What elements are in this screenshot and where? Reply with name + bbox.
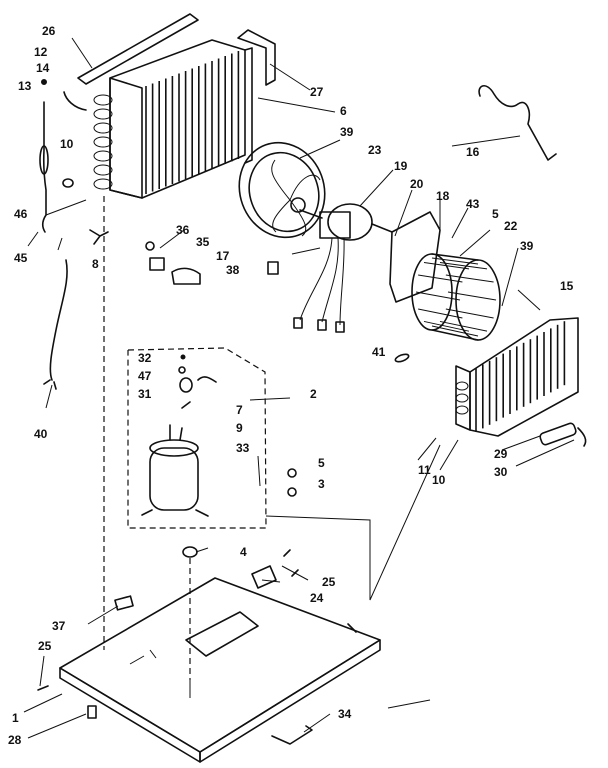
callout-7: 7 — [236, 403, 243, 417]
relay-35 — [149, 257, 201, 285]
callout-37: 37 — [52, 619, 66, 633]
callout-24: 24 — [310, 591, 324, 605]
suction-line — [265, 444, 441, 601]
callout-5a: 5 — [492, 207, 499, 221]
callout-20: 20 — [410, 177, 424, 191]
top-strip-26 — [77, 13, 199, 85]
callout-6: 6 — [340, 104, 347, 118]
nut-36 — [145, 241, 155, 251]
clip-8 — [89, 229, 109, 245]
callout-22: 22 — [504, 219, 518, 233]
callout-10b: 10 — [432, 473, 446, 487]
callout-8: 8 — [92, 257, 99, 271]
callout-40: 40 — [34, 427, 48, 441]
callout-26: 26 — [42, 24, 56, 38]
compressor-33 — [141, 424, 209, 517]
blower-blade — [423, 262, 470, 270]
bracket-24 — [251, 565, 277, 589]
callout-33: 33 — [236, 441, 250, 455]
clip-37 — [114, 595, 134, 611]
compressor-group-outline — [127, 347, 267, 529]
callout-32: 32 — [138, 351, 152, 365]
callout-11: 11 — [418, 463, 431, 477]
callout-34: 34 — [338, 707, 352, 721]
blower-blade — [445, 308, 494, 319]
blower-wheel-22 — [411, 253, 501, 341]
callout-4: 4 — [240, 545, 247, 559]
callout-2: 2 — [310, 387, 317, 401]
capillary-tube — [39, 79, 87, 233]
blower-blade — [431, 325, 479, 337]
condenser-coil — [93, 39, 253, 199]
callout-12: 12 — [34, 45, 48, 59]
tube-29 — [539, 422, 577, 446]
overload-parts — [178, 354, 217, 409]
wire-harness-40 — [43, 259, 68, 390]
blower-blade — [418, 274, 463, 283]
callout-5b: 5 — [318, 456, 325, 470]
callout-28: 28 — [8, 733, 22, 747]
callout-27: 27 — [310, 85, 324, 99]
callout-16: 16 — [466, 145, 480, 159]
screw-25 — [37, 685, 49, 691]
leader-lines — [23, 37, 575, 739]
callout-38: 38 — [226, 263, 240, 277]
callout-1: 1 — [12, 711, 19, 725]
motor-mount — [389, 211, 441, 303]
blower-blade — [445, 274, 494, 283]
grommet-3 — [287, 487, 297, 497]
callout-43: 43 — [466, 197, 480, 211]
bracket-34 — [271, 725, 313, 745]
callout-31: 31 — [138, 387, 152, 401]
callout-39b: 39 — [520, 239, 534, 253]
base-pan-1 — [59, 577, 381, 763]
mount-4 — [182, 546, 198, 558]
callout-13: 13 — [18, 79, 32, 93]
fan-motor-19 — [293, 203, 393, 333]
fan-shroud-23 — [238, 141, 326, 239]
callout-25b: 25 — [38, 639, 52, 653]
callout-39a: 39 — [340, 125, 354, 139]
blower-blade — [418, 308, 463, 319]
evaporator-coil-15 — [455, 317, 579, 437]
blower-blade — [423, 320, 470, 332]
blower-blade — [439, 262, 488, 270]
callout-41: 41 — [372, 345, 386, 359]
grommet-10 — [62, 178, 74, 188]
callout-15: 15 — [560, 279, 574, 293]
callout-18: 18 — [436, 189, 450, 203]
bracket-38 — [267, 261, 279, 275]
callout-30: 30 — [494, 465, 508, 479]
callout-19: 19 — [394, 159, 408, 173]
blower-blade — [447, 291, 497, 301]
callout-9: 9 — [236, 421, 243, 435]
support-spring-16 — [478, 85, 557, 161]
blower-blade — [431, 257, 479, 265]
callout-17: 17 — [216, 249, 230, 263]
callout-10a: 10 — [60, 137, 74, 151]
callout-36: 36 — [176, 223, 190, 237]
callout-45: 45 — [14, 251, 28, 265]
callout-46: 46 — [14, 207, 28, 221]
blower-blade — [415, 291, 461, 301]
blower-blade — [439, 320, 488, 332]
seal-strip-27 — [237, 29, 276, 86]
callout-35: 35 — [196, 235, 210, 249]
callout-labels: 26 12 14 13 27 6 10 46 45 8 39 23 16 19 … — [8, 24, 574, 747]
part-41 — [394, 353, 410, 363]
grommet-5 — [287, 468, 297, 478]
callout-23: 23 — [368, 143, 382, 157]
callout-47: 47 — [138, 369, 152, 383]
clamp-30 — [577, 427, 587, 447]
callout-25a: 25 — [322, 575, 336, 589]
callout-29: 29 — [494, 447, 508, 461]
callout-3: 3 — [318, 477, 325, 491]
callout-14: 14 — [36, 61, 50, 75]
foot-28 — [87, 705, 97, 719]
